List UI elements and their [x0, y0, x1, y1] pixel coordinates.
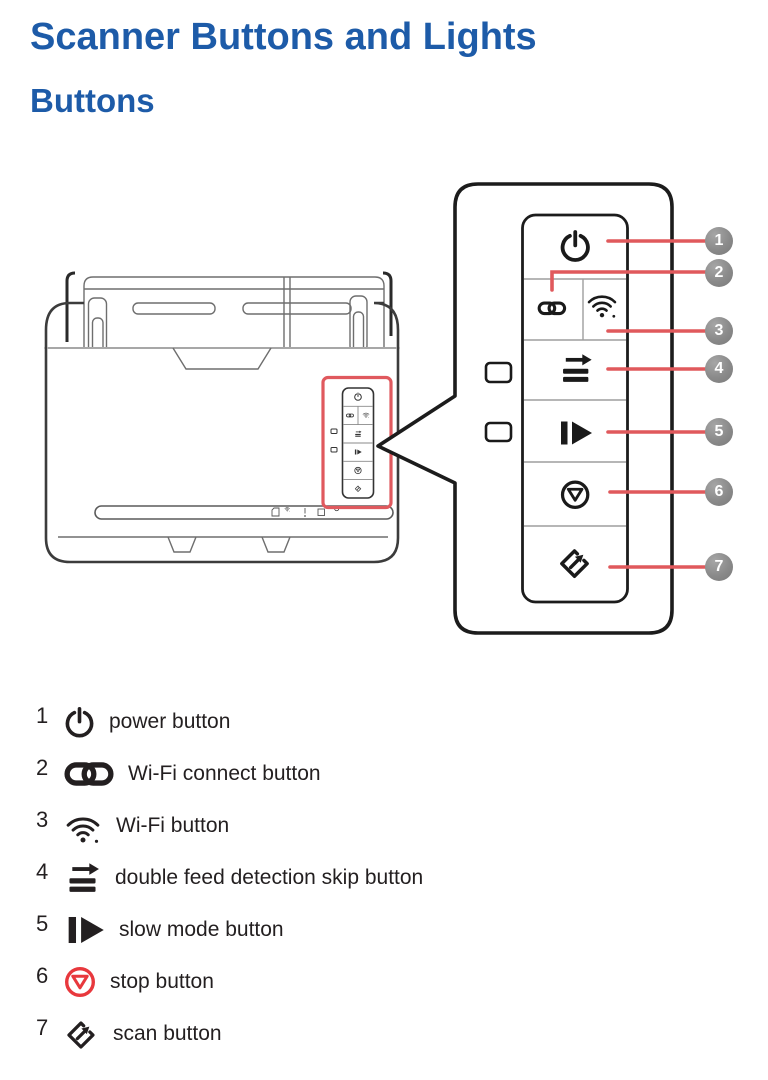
legend-item-double-feed-skip: 4 double feed detection skip button [36, 858, 423, 898]
legend-label: scan button [113, 1022, 222, 1045]
scanner-illustration [44, 271, 400, 564]
legend-item-scan: 7 scan button [36, 1014, 222, 1054]
legend-item-slow-mode: 5 slow mode button [36, 910, 284, 950]
callout-badge-4: 4 [705, 355, 733, 383]
legend-number: 5 [36, 911, 49, 936]
led-indicator [484, 361, 513, 384]
callout-badge-2: 2 [705, 259, 733, 287]
slow-mode-icon [63, 913, 106, 947]
led-indicator [484, 421, 513, 443]
legend-number: 4 [36, 859, 49, 884]
legend-item-power: 1 power button [36, 702, 230, 742]
callout-balloon [376, 182, 708, 635]
status-lights-row [271, 506, 339, 517]
callout-badge-1: 1 [705, 227, 733, 255]
power-icon [63, 706, 96, 739]
callout-lines [550, 239, 708, 569]
callout-badge-7: 7 [705, 553, 733, 581]
legend-label: Wi-Fi button [116, 814, 230, 837]
legend-label: Wi-Fi connect button [128, 762, 321, 785]
legend-label: stop button [110, 970, 214, 993]
scan-icon [63, 1016, 100, 1053]
legend-number: 3 [36, 807, 49, 832]
callout-badge-3: 3 [705, 317, 733, 345]
legend-number: 6 [36, 963, 49, 988]
legend-number: 2 [36, 755, 49, 780]
wifi-icon [63, 809, 103, 843]
legend-number: 1 [36, 703, 49, 728]
callout-badge-6: 6 [705, 478, 733, 506]
legend-item-wifi-connect: 2 Wi-Fi connect button [36, 754, 321, 794]
double-feed-skip-icon [63, 861, 102, 895]
callout-badge-5: 5 [705, 418, 733, 446]
section-title: Buttons [30, 82, 155, 119]
legend-item-wifi: 3 Wi-Fi button [36, 806, 229, 846]
stop-icon [63, 965, 97, 999]
legend-label: power button [109, 710, 231, 733]
legend-item-stop: 6 stop button [36, 962, 214, 1002]
page-title: Scanner Buttons and Lights [30, 16, 537, 58]
legend-number: 7 [36, 1015, 49, 1040]
wifi-connect-icon [63, 758, 115, 790]
legend-label: slow mode button [119, 918, 284, 941]
legend-label: double feed detection skip button [115, 866, 424, 889]
